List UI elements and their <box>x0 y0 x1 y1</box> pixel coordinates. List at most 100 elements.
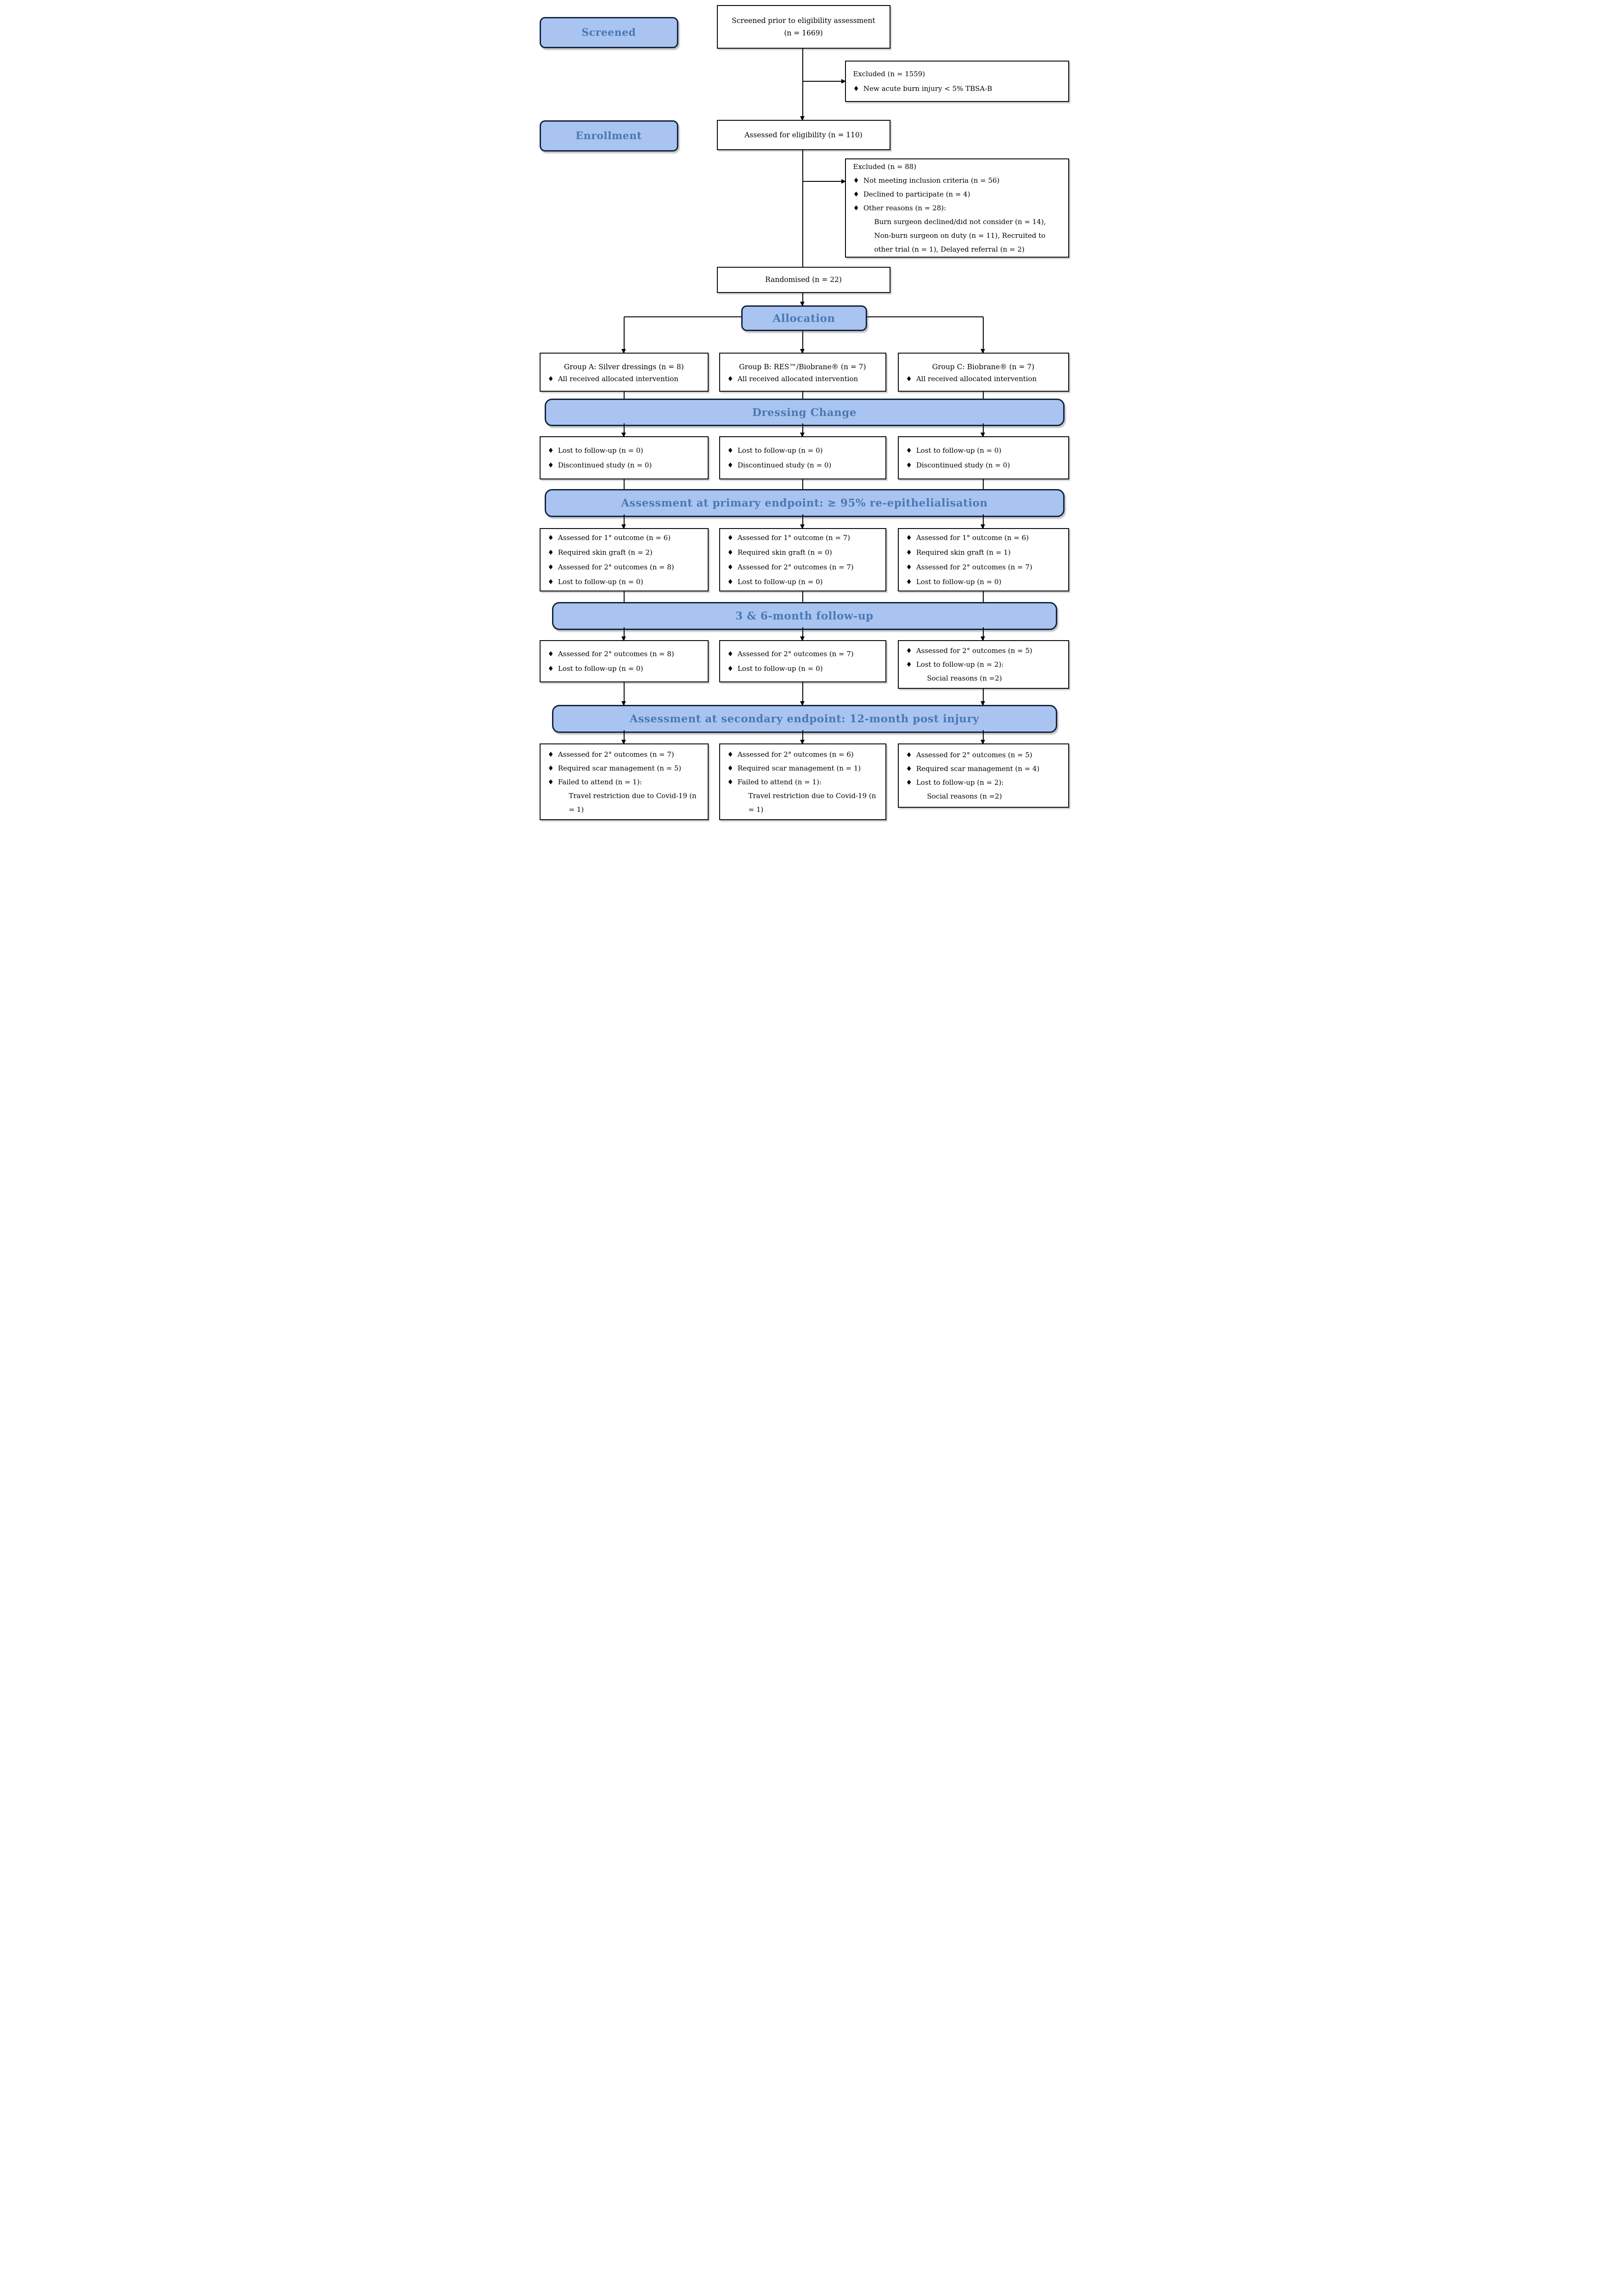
group-b-title: Group B: RES™/Biobrane® (n = 7) <box>739 362 866 371</box>
screened-box-line1: Screened prior to eligibility assessment <box>732 17 875 25</box>
list-item: Assessed for 1° outcome (n = 7) <box>727 530 881 545</box>
screened-box-line2: (n = 1669) <box>784 28 823 37</box>
stage-label-enrollment-text: Enrollment <box>575 130 642 142</box>
excluded-enrollment-box: Excluded (n = 88)Not meeting inclusion c… <box>845 158 1069 258</box>
list-item: Assessed for 2° outcomes (n = 8) <box>548 647 703 661</box>
excluded-enrollment-list: Excluded (n = 88)Not meeting inclusion c… <box>846 160 1068 256</box>
dressing-row-box-c: Lost to follow-up (n = 0)Discontinued st… <box>897 436 1069 479</box>
randomised-box: Randomised (n = 22) <box>716 267 890 293</box>
group-c-list: All received allocated intervention <box>899 373 1068 385</box>
list-item: Required scar management (n = 5) <box>548 761 703 775</box>
arrow-down <box>800 423 805 437</box>
list-item: Required skin graft (n = 1) <box>906 545 1064 560</box>
list-item: Lost to follow-up (n = 0) <box>548 661 703 676</box>
dressing-row-list-c: Lost to follow-up (n = 0)Discontinued st… <box>899 443 1068 473</box>
arrow-right <box>802 179 846 184</box>
list-item: Travel restriction due to Covid-19 (n = … <box>748 791 876 814</box>
arrow-right <box>802 79 846 84</box>
group-a-box: Group A: Silver dressings (n = 8) All re… <box>539 353 709 392</box>
list-item: Lost to follow-up (n = 0) <box>727 661 881 676</box>
list-item: Discontinued study (n = 0) <box>906 458 1064 473</box>
list-item: Lost to follow-up (n = 0) <box>727 443 881 458</box>
group-a-list: All received allocated intervention <box>541 373 708 385</box>
primary-row-box-a: Assessed for 1° outcome (n = 6)Required … <box>539 528 709 591</box>
eligibility-box: Assessed for eligibility (n = 110) <box>716 120 890 150</box>
line-down <box>802 392 803 399</box>
list-item: Required skin graft (n = 2) <box>548 545 703 560</box>
dressing-change-bar: Dressing Change <box>544 399 1065 426</box>
list-item: Assessed for 2° outcomes (n = 7) <box>727 647 881 661</box>
arrow-down <box>800 730 805 744</box>
stage-label-screened-text: Screened <box>581 27 636 39</box>
list-item: Assessed for 2° outcomes (n = 7) <box>727 560 881 574</box>
followup-bar-text: 3 & 6-month follow-up <box>735 610 873 622</box>
primary-endpoint-bar: Assessment at primary endpoint: ≥ 95% re… <box>544 489 1065 517</box>
line-down <box>802 150 803 267</box>
list-item: Lost to follow-up (n = 2): <box>906 658 1064 671</box>
list-item: Declined to participate (n = 4) <box>853 187 1064 201</box>
dressing-row-box-a: Lost to follow-up (n = 0)Discontinued st… <box>539 436 709 479</box>
arrow-down <box>621 730 626 744</box>
list-item: Discontinued study (n = 0) <box>548 458 703 473</box>
secondary-row-list-a: Assessed for 2° outcomes (n = 7)Required… <box>541 748 708 816</box>
secondary-endpoint-bar-text: Assessment at secondary endpoint: 12-mon… <box>630 713 979 725</box>
group-c-title: Group C: Biobrane® (n = 7) <box>932 362 1035 371</box>
arrow-down <box>800 627 805 641</box>
list-item: Lost to follow-up (n = 0) <box>548 574 703 589</box>
followup-row-box-b: Assessed for 2° outcomes (n = 7)Lost to … <box>719 640 886 682</box>
list-item: Not meeting inclusion criteria (n = 56) <box>853 174 1064 187</box>
list-item: New acute burn injury < 5% TBSA-B <box>853 81 1064 96</box>
arrow-down <box>800 514 805 529</box>
list-item: Failed to attend (n = 1): <box>727 775 881 789</box>
excluded-pre-list: Excluded (n = 1559)New acute burn injury… <box>846 67 1068 96</box>
list-item: Assessed for 2° outcomes (n = 7) <box>906 560 1064 574</box>
group-a-title: Group A: Silver dressings (n = 8) <box>564 362 684 371</box>
list-item: Required scar management (n = 1) <box>727 761 881 775</box>
line-down <box>982 392 984 399</box>
arrow-down <box>981 689 985 706</box>
list-item: Assessed for 2° outcomes (n = 5) <box>906 748 1064 762</box>
line-down <box>982 479 984 489</box>
list-item: Assessed for 2° outcomes (n = 5) <box>906 644 1064 658</box>
primary-row-box-c: Assessed for 1° outcome (n = 6)Required … <box>897 528 1069 591</box>
list-item: Lost to follow-up (n = 0) <box>906 574 1064 589</box>
consort-flow-diagram: Screened Enrollment Screened prior to el… <box>535 0 1071 827</box>
dressing-row-box-b: Lost to follow-up (n = 0)Discontinued st… <box>719 436 886 479</box>
list-item: All received allocated intervention <box>727 373 881 385</box>
arrow-down <box>800 49 805 121</box>
arrow-down <box>621 514 626 529</box>
allocation-bar: Allocation <box>741 305 867 331</box>
followup-row-box-a: Assessed for 2° outcomes (n = 8)Lost to … <box>539 640 709 682</box>
list-item: Other reasons (n = 28): <box>853 201 1064 215</box>
arrow-down <box>981 627 985 641</box>
list-item: Travel restriction due to Covid-19 (n = … <box>569 791 697 814</box>
dressing-row-list-b: Lost to follow-up (n = 0)Discontinued st… <box>720 443 885 473</box>
list-item: Assessed for 1° outcome (n = 6) <box>548 530 703 545</box>
list-item: Burn surgeon declined/did not consider (… <box>874 218 1046 253</box>
line-down <box>623 591 625 602</box>
group-b-list: All received allocated intervention <box>720 373 885 385</box>
stage-label-enrollment: Enrollment <box>539 120 678 152</box>
secondary-row-box-a: Assessed for 2° outcomes (n = 7)Required… <box>539 743 709 820</box>
list-item: Lost to follow-up (n = 0) <box>548 443 703 458</box>
secondary-endpoint-bar: Assessment at secondary endpoint: 12-mon… <box>552 705 1057 733</box>
stage-label-screened: Screened <box>539 17 678 48</box>
group-b-box: Group B: RES™/Biobrane® (n = 7) All rece… <box>719 353 886 392</box>
arrow-down <box>981 514 985 529</box>
arrow-down <box>800 682 805 706</box>
primary-endpoint-bar-text: Assessment at primary endpoint: ≥ 95% re… <box>621 497 988 509</box>
screened-box: Screened prior to eligibility assessment… <box>716 5 890 49</box>
list-item: Lost to follow-up (n = 0) <box>906 443 1064 458</box>
line-down <box>623 392 625 399</box>
primary-row-list-a: Assessed for 1° outcome (n = 6)Required … <box>541 530 708 589</box>
allocation-bar-text: Allocation <box>772 312 835 325</box>
list-item: Lost to follow-up (n = 2): <box>906 776 1064 789</box>
primary-row-list-c: Assessed for 1° outcome (n = 6)Required … <box>899 530 1068 589</box>
followup-row-list-a: Assessed for 2° outcomes (n = 8)Lost to … <box>541 647 708 676</box>
arrow-down <box>621 317 626 354</box>
line-down <box>802 479 803 489</box>
list-item: Required scar management (n = 4) <box>906 762 1064 776</box>
randomised-box-text: Randomised (n = 22) <box>765 276 842 284</box>
list-item: Social reasons (n =2) <box>927 792 1002 800</box>
primary-row-list-b: Assessed for 1° outcome (n = 7)Required … <box>720 530 885 589</box>
